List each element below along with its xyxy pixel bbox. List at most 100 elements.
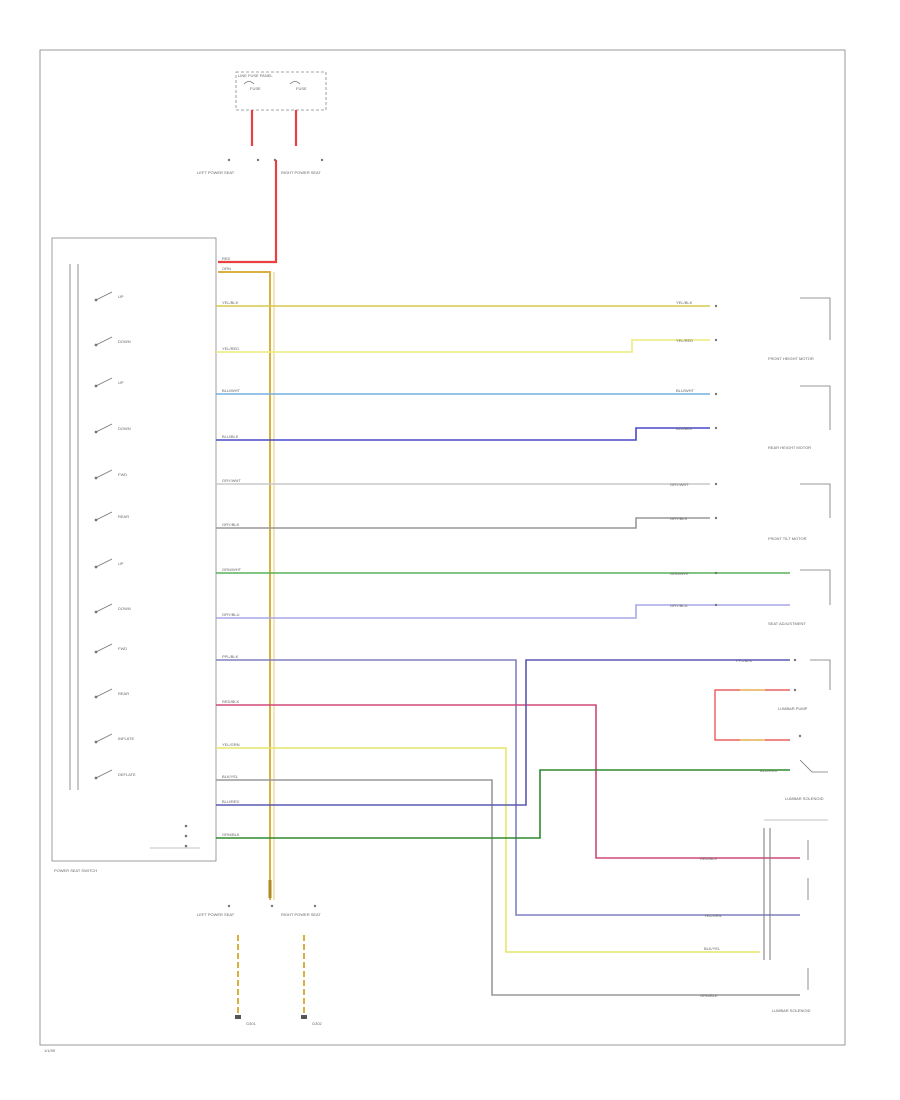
right-bus-bottom-label: RIGHT POWER SEAT — [281, 912, 321, 917]
switch-contact-label: DOWN — [118, 339, 131, 344]
wire-label-left: BLU/WHT — [222, 388, 241, 393]
wire-path — [216, 517, 710, 529]
switch-contact: FWD — [94, 643, 127, 654]
wire-label-left: PPL/BLK — [222, 654, 239, 659]
wire: BLU/BLK BLU/BLK — [216, 426, 710, 441]
wire-label-left: BLK/YEL — [222, 774, 239, 779]
wire-path — [216, 659, 800, 916]
motor-1-label: FRONT HEIGHT MOTOR — [768, 356, 814, 361]
footer-code: 1/1/99 — [44, 1048, 56, 1053]
wire-label-left: GRY/BLU — [222, 612, 240, 617]
wire-label-right: BLU/BLK — [676, 426, 693, 431]
wire: GRN/BLK GRN/BLK — [216, 769, 790, 998]
lumbar-loop-red — [714, 689, 790, 741]
wire-label-right: BLU/WHT — [676, 388, 695, 393]
switch-contact: INFLATE — [94, 733, 134, 744]
fuse-panel: LINE FUSE PANEL FUSE FUSE — [235, 71, 327, 111]
wire-path — [216, 339, 710, 353]
wire-label-right: GRY/BLU — [670, 603, 688, 608]
switch-contact-label: DOWN — [118, 426, 131, 431]
wire: BLK/YEL BLK/YEL — [216, 774, 800, 996]
wire-label-left: YEL/RED — [222, 346, 239, 351]
top-bus: LEFT POWER SEAT RIGHT POWER SEAT — [197, 158, 324, 175]
power-seat-switch: POWER SEAT SWITCH UP DOWN UP DOWN FWD REAR UP D… — [51, 237, 217, 873]
switch-contact-label: REAR — [118, 691, 129, 696]
wire: YEL/RED YEL/RED — [216, 338, 710, 353]
wire-label-left: BLU/BLK — [222, 434, 239, 439]
wire: GRY/BLK GRY/BLK — [216, 516, 710, 529]
power-feed: RED ORN — [218, 160, 278, 900]
wire: YEL/GRN YEL/GRN — [216, 742, 760, 953]
wire-path — [216, 704, 800, 859]
switch-contact-label: UP — [118, 561, 124, 566]
switch-contact-label: UP — [118, 380, 124, 385]
wire-label-right: YEL/RED — [676, 338, 693, 343]
motor-front-tilt: FRONT TILT MOTOR — [714, 482, 831, 541]
motor-3-label: FRONT TILT MOTOR — [768, 536, 807, 541]
wire-label-left: RED/BLK — [222, 699, 239, 704]
switch-contact: DEFLATE — [94, 769, 136, 780]
fuse-a-label: FUSE — [250, 86, 261, 91]
wire-label-right: YEL/BLK — [676, 300, 693, 305]
wire: GRY/BLU GRY/BLU — [216, 603, 790, 619]
orange-feed-wire — [218, 271, 271, 900]
wire-label-right: GRN/WHT — [670, 571, 690, 576]
wire-label-left: GRN/BLK — [222, 832, 240, 837]
switch-contact: UP — [94, 558, 124, 569]
red-feed-label: RED — [222, 256, 231, 261]
lumbar-pump-label: LUMBAR PUMP — [778, 706, 808, 711]
lumbar-pump: LUMBAR PUMP — [714, 658, 831, 741]
switch-contact: DOWN — [94, 423, 131, 434]
orange-feed-label: ORN — [222, 266, 231, 271]
switch-bottom-contacts — [150, 824, 200, 849]
diagram-frame — [39, 49, 846, 1046]
wire-label-right: GRN/BLK — [700, 993, 718, 998]
motor-seat-adjustment: SEAT ADJUSTMENT — [714, 569, 831, 626]
switch-contact-label: UP — [118, 294, 124, 299]
switch-contact: DOWN — [94, 603, 131, 614]
switch-contact: DOWN — [94, 336, 131, 347]
motor-rear-height: REAR HEIGHT MOTOR — [714, 385, 831, 450]
lumbar-valve: LUMBAR SOLENOID — [785, 734, 828, 801]
right-bus-top-label: RIGHT POWER SEAT — [281, 170, 321, 175]
switch-title: POWER SEAT SWITCH — [54, 868, 97, 873]
switch-contact-label: DOWN — [118, 606, 131, 611]
wire-label-left: GRY/BLK — [222, 522, 240, 527]
fuse-b-label: FUSE — [296, 86, 307, 91]
fuse-panel-label: LINE FUSE PANEL — [238, 73, 273, 78]
wire-label-right: GRY/WHT — [670, 482, 689, 487]
wire: RED/BLK RED/BLK — [216, 699, 800, 861]
lumbar-valve-label: LUMBAR SOLENOID — [785, 796, 824, 801]
motor-front-height: FRONT HEIGHT MOTOR — [714, 297, 831, 361]
wire-label-right: RED/BLK — [700, 856, 717, 861]
wire-label-left: YEL/GRN — [222, 742, 240, 747]
ground-right-label: G302 — [312, 1021, 323, 1026]
switch-contact: FWD — [94, 469, 127, 480]
wire-label-left: GRY/WHT — [222, 478, 241, 483]
switch-contact: UP — [94, 377, 124, 388]
switch-contact-label: DEFLATE — [118, 772, 136, 777]
wire-label-right: GRY/BLK — [670, 516, 688, 521]
wire-path — [216, 659, 790, 806]
red-feed-wire — [218, 160, 278, 264]
wire-path — [216, 779, 800, 996]
lumbar-solenoid-connector: LUMBAR SOLENOID — [763, 819, 828, 1013]
switch-contact-label: INFLATE — [118, 736, 134, 741]
switch-contact-label: REAR — [118, 514, 129, 519]
wire-path — [216, 604, 790, 619]
ground-left-label: G301 — [246, 1021, 257, 1026]
wire-path — [216, 747, 760, 953]
switch-contact: REAR — [94, 688, 129, 699]
switch-contact-label: FWD — [118, 472, 127, 477]
wire: GRN/WHT GRN/WHT — [216, 567, 790, 576]
wire: BLU/WHT BLU/WHT — [216, 388, 710, 395]
switch-contact: REAR — [94, 511, 129, 522]
switch-contacts: UP DOWN UP DOWN FWD REAR UP DOWN FWD REAR INFLATE D… — [94, 291, 136, 780]
lumbar-solenoid-label: LUMBAR SOLENOID — [772, 1008, 811, 1013]
wire-label-left: GRN/WHT — [222, 567, 242, 572]
wire-label-right: YEL/GRN — [704, 913, 722, 918]
wire-label-right: BLK/YEL — [704, 946, 721, 951]
wire: GRY/WHT GRY/WHT — [216, 478, 710, 487]
